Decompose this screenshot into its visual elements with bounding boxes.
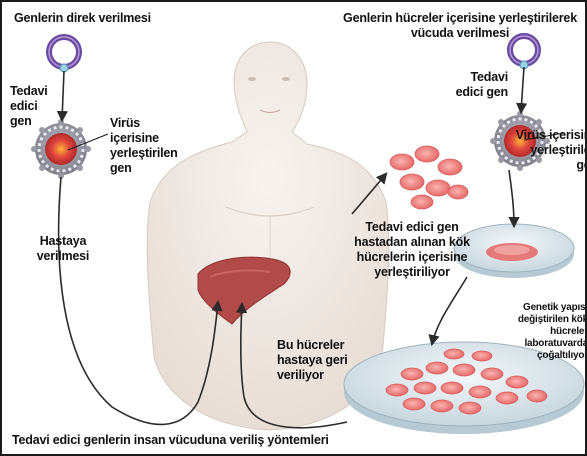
label-lab-growth: Genetik yapısı değiştirilen kök hücreler…	[500, 302, 587, 362]
label-back-to-patient: Bu hücreler hastaya geri veriliyor	[277, 338, 375, 383]
label-cell-delivery: Genlerin hücreler içerisine yerleştirile…	[338, 11, 582, 41]
label-therapeutic-gene-left: Tedavi edici gen	[10, 84, 62, 129]
label-to-patient: Hastaya verilmesi	[26, 234, 100, 264]
stem-cells-icon	[390, 146, 468, 209]
caption: Tedavi edici genlerin insan vücuduna ver…	[12, 433, 329, 448]
label-virus-gene-right: Virüs içerisine yerleştirilen gen	[508, 128, 587, 173]
label-stem-cell-insertion: Tedavi edici gen hastadan alınan kök hüc…	[354, 220, 470, 280]
label-virus-gene-left: Virüs içerisine yerleştirilen gen	[110, 116, 190, 176]
petri-dish-icon	[454, 224, 574, 278]
plasmid-ring-icon	[49, 37, 79, 72]
label-therapeutic-gene-right: Tedavi edici gen	[442, 70, 508, 100]
label-direct-delivery: Genlerin direk verilmesi	[14, 11, 151, 26]
